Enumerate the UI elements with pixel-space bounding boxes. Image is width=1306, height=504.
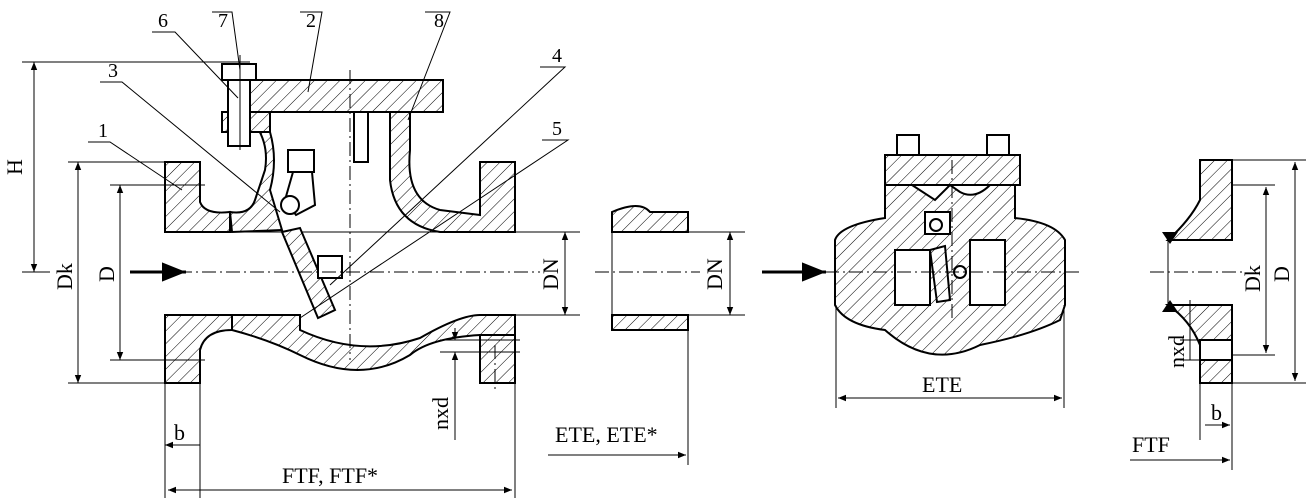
callout-leaders bbox=[88, 11, 570, 319]
label-D-flange: D bbox=[1269, 266, 1294, 282]
socket-hinge-pin bbox=[929, 218, 943, 232]
left-flange bbox=[164, 161, 231, 233]
socket-disc bbox=[928, 244, 952, 304]
callout-1: 1 bbox=[98, 120, 108, 142]
weld-bottom bbox=[1162, 300, 1178, 312]
callout-4: 4 bbox=[552, 45, 562, 67]
label-H: H bbox=[2, 159, 27, 175]
callout-2: 2 bbox=[306, 10, 316, 32]
label-b-main: b bbox=[174, 420, 185, 445]
callout-8: 8 bbox=[434, 10, 444, 32]
body-right-wall bbox=[389, 111, 516, 233]
label-ETE: ETE bbox=[922, 372, 962, 397]
socket-weld-valve-section bbox=[762, 134, 1080, 408]
flange-upper bbox=[1165, 159, 1233, 241]
body-lower-wall bbox=[231, 314, 516, 371]
cover bbox=[247, 79, 444, 113]
disc-nut bbox=[317, 255, 343, 279]
pipe-end-view bbox=[548, 205, 745, 465]
main-dimensions bbox=[22, 61, 580, 498]
socket-bolt-right bbox=[986, 134, 1010, 156]
label-Dk: Dk bbox=[52, 263, 77, 290]
label-nxd-main: nxd bbox=[428, 397, 453, 430]
label-ETE-ETEstar: ETE, ETE* bbox=[555, 422, 658, 447]
label-Dk-flange: Dk bbox=[1240, 265, 1265, 292]
label-FTF: FTF bbox=[1132, 432, 1170, 457]
pipe-wall-top bbox=[611, 205, 689, 233]
label-DN-end: DN bbox=[702, 258, 727, 290]
label-FTF-FTFstar: FTF, FTF* bbox=[282, 463, 378, 488]
left-flange-lower bbox=[164, 314, 233, 384]
callout-5: 5 bbox=[552, 118, 562, 140]
hinge-bracket bbox=[287, 149, 315, 173]
socket-bore bbox=[894, 249, 931, 306]
label-nxd-flange: nxd bbox=[1164, 335, 1189, 368]
label-b-flange: b bbox=[1211, 400, 1222, 425]
callout-7: 7 bbox=[218, 10, 228, 32]
right-flange-lower bbox=[479, 334, 516, 384]
weld-top bbox=[1162, 232, 1178, 244]
label-DN-main: DN bbox=[538, 258, 563, 290]
flanged-valve-section bbox=[130, 55, 540, 390]
label-D: D bbox=[94, 266, 119, 282]
callout-6: 6 bbox=[158, 10, 168, 32]
pipe-wall-bottom bbox=[611, 314, 689, 331]
socket-bolt-left bbox=[896, 134, 920, 156]
callout-3: 3 bbox=[108, 60, 118, 82]
hinge-pin bbox=[280, 195, 300, 215]
disc bbox=[280, 226, 337, 320]
flange-bolt-hole bbox=[1199, 339, 1233, 361]
flange-side-view bbox=[1130, 159, 1306, 470]
bore-outline bbox=[165, 231, 515, 316]
cover-pin bbox=[353, 111, 369, 163]
socket-body bbox=[834, 183, 1066, 356]
